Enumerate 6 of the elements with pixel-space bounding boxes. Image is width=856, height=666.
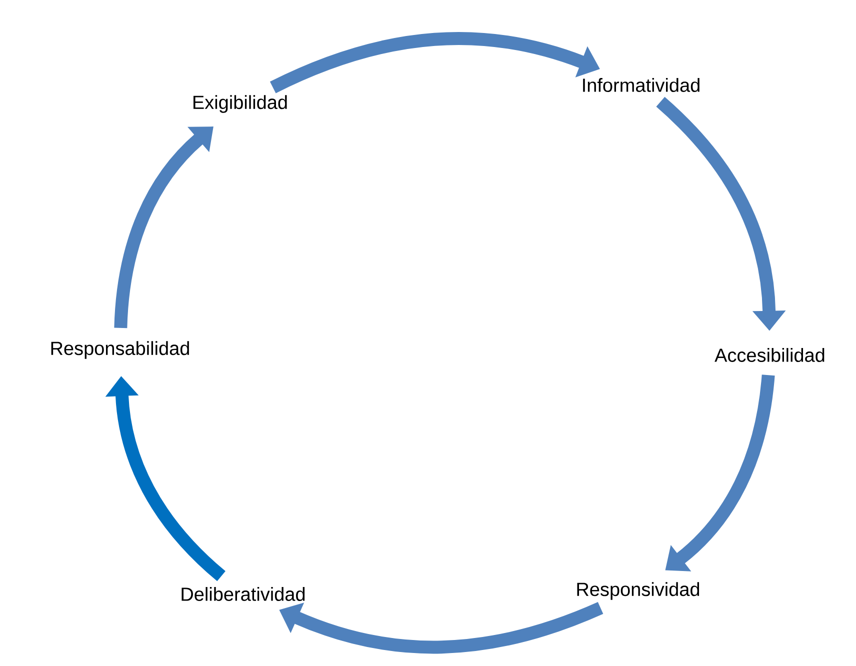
cycle-label: Exigibilidad xyxy=(194,95,287,113)
cycle-label: Accesibilidad xyxy=(714,348,824,362)
cycle-label: Deliberatividad xyxy=(182,587,305,601)
cycle-label: Informatividad xyxy=(583,78,700,92)
cycle-label: Responsabilidad xyxy=(51,341,189,359)
cycle-label: Responsividad xyxy=(577,582,700,600)
